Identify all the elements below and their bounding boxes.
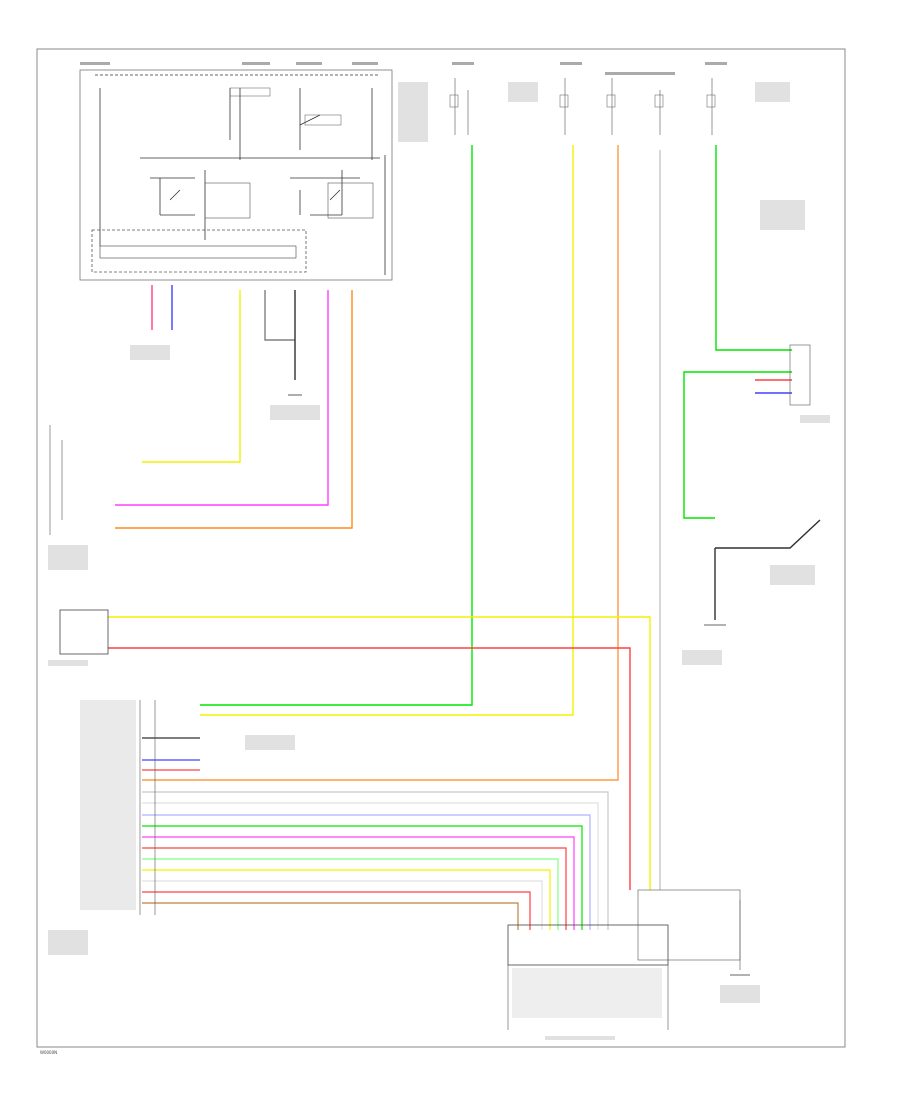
wire-yellow-main bbox=[200, 145, 574, 716]
wire-orange-main bbox=[142, 145, 619, 781]
diagram-reference: W0000N bbox=[40, 1050, 57, 1055]
components bbox=[49, 344, 811, 915]
fuse-feeds bbox=[449, 78, 716, 135]
bottom-connector bbox=[507, 889, 741, 1030]
label-marks bbox=[48, 62, 830, 1040]
wire-green-main bbox=[200, 145, 473, 706]
ground-symbols bbox=[288, 394, 750, 976]
relay-block bbox=[79, 69, 393, 281]
wire-green-right bbox=[715, 145, 792, 351]
bottom-harness bbox=[142, 737, 609, 930]
diagram-frame bbox=[36, 48, 846, 1048]
main-wires bbox=[108, 145, 821, 890]
